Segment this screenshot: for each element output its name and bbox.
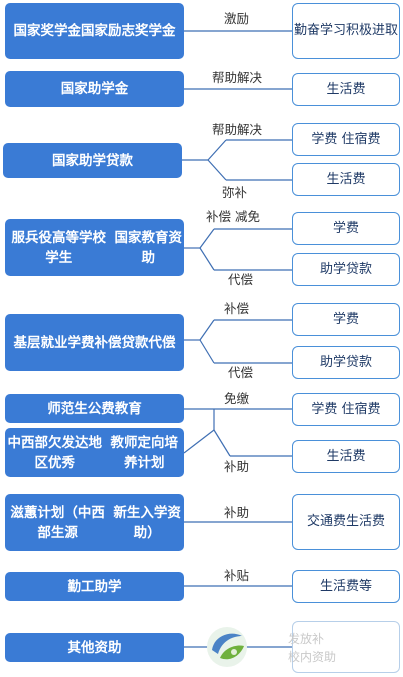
edge-label: 弥补 <box>222 185 248 200</box>
label-line: 基层就业学费补偿 <box>13 334 122 351</box>
label-line: 交通费 <box>306 514 346 529</box>
edge-label: 激励 <box>224 11 250 26</box>
edge-label: 代偿 <box>228 365 254 380</box>
watermark-line: 校内资助 <box>288 650 337 664</box>
box-teacher-training-plan: 中西部欠发达地区优秀 教师定向培养计划 <box>5 428 184 477</box>
box-study-diligently: 勤奋学习 积极进取 <box>292 3 400 59</box>
label-line: 学费 <box>332 220 359 236</box>
box-transport-living: 交通费 生活费 <box>292 494 400 550</box>
box-living-expenses: 生活费 <box>292 163 400 196</box>
box-tuition: 学费 <box>292 212 400 245</box>
label-line: 其他资助 <box>67 639 122 656</box>
edge-label: 代偿 <box>228 272 254 287</box>
watermark-text: 发放补 校内资助 <box>288 630 336 666</box>
box-normal-student-education: 师范生公费教育 <box>5 394 184 423</box>
label-line: 勤奋学习 <box>293 23 346 38</box>
label-line: 助学贷款 <box>319 261 372 277</box>
label-line: 国家励志奖学金 <box>81 23 176 39</box>
box-other-aid: 其他资助 <box>5 633 184 662</box>
box-living-expenses: 生活费 <box>292 440 400 473</box>
box-tuition: 学费 <box>292 303 400 336</box>
edge-label: 补偿 减免 <box>206 209 260 224</box>
box-national-scholarship: 国家奖学金 国家励志奖学金 <box>5 3 184 59</box>
edge-label: 免缴 <box>224 391 250 406</box>
watermark-logo-icon <box>207 627 247 667</box>
watermark-line: 发放补 <box>288 632 325 646</box>
label-line: 贷款代偿 <box>121 334 176 351</box>
box-military-service-aid: 服兵役高等学校学生 国家教育资助 <box>5 219 184 276</box>
label-line: 中西部欠发达地区优秀 <box>7 434 102 471</box>
box-grassroots-employment: 基层就业学费补偿 贷款代偿 <box>5 314 184 371</box>
label-line: 国家助学贷款 <box>52 152 133 169</box>
box-student-loan-repay: 助学贷款 <box>292 253 400 286</box>
label-line: 生活费等 <box>319 578 372 594</box>
box-living-expenses: 生活费 <box>292 73 400 106</box>
label-line: 学费 住宿费 <box>311 131 381 147</box>
box-national-grant: 国家助学金 <box>5 71 184 107</box>
edge-label: 补助 <box>224 459 250 474</box>
box-living-expenses-etc: 生活费等 <box>292 570 400 603</box>
box-campus-aid <box>292 621 400 673</box>
label-line: 积极进取 <box>346 23 399 38</box>
box-tuition-accommodation: 学费 住宿费 <box>292 393 400 426</box>
label-line: 服兵役高等学校学生 <box>11 229 106 266</box>
label-line: 学费 住宿费 <box>311 401 381 417</box>
label-line: 生活费 <box>326 81 366 97</box>
label-line: 助学贷款 <box>319 354 372 370</box>
label-line: 学费 <box>332 311 359 327</box>
label-line: 勤工助学 <box>67 578 122 595</box>
label-line: 生活费 <box>326 171 366 187</box>
label-line: 教师定向培养计划 <box>110 434 178 471</box>
label-line: 生活费 <box>326 448 366 464</box>
label-line: 国家助学金 <box>60 81 129 97</box>
label-line: 新生入学资助） <box>113 504 181 541</box>
label-line: 生活费 <box>346 514 386 529</box>
label-line: 师范生公费教育 <box>47 400 142 417</box>
box-student-loan-repay: 助学贷款 <box>292 346 400 379</box>
edge-label: 补贴 <box>224 568 250 583</box>
label-line: 国家教育资助 <box>114 229 182 266</box>
edge-label: 帮助解决 <box>212 122 263 137</box>
box-zihui-plan: 滋蕙计划（中西部生源 新生入学资助） <box>5 494 184 551</box>
edge-label: 帮助解决 <box>212 70 263 85</box>
label-line: 国家奖学金 <box>13 23 82 39</box>
edge-label: 补偿 <box>224 301 250 316</box>
box-tuition-accommodation: 学费 住宿费 <box>292 123 400 156</box>
box-work-study: 勤工助学 <box>5 572 184 601</box>
box-student-loan: 国家助学贷款 <box>3 143 182 178</box>
edge-label: 补助 <box>224 505 250 520</box>
label-line: 滋蕙计划（中西部生源 <box>10 504 105 541</box>
